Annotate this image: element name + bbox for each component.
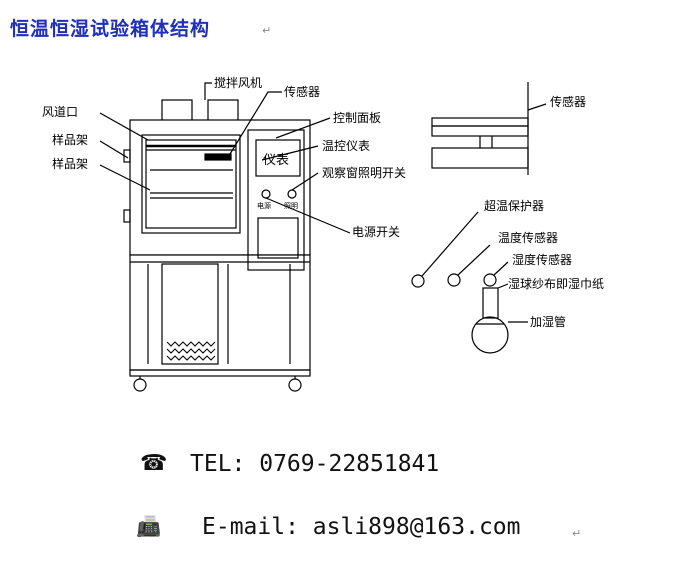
vent-grille bbox=[166, 341, 216, 361]
paragraph-mark: ↵ bbox=[572, 527, 582, 540]
page-title: 恒温恒湿试验箱体结构 bbox=[10, 18, 211, 40]
humidity-sensor-icon bbox=[483, 273, 497, 287]
label-air-duct: 风道口 bbox=[42, 105, 78, 119]
temp-sensor-icon bbox=[447, 273, 461, 287]
label-wet-bulb-gauze: 湿球纱布即湿巾纸 bbox=[508, 276, 604, 291]
stir-fan-right bbox=[207, 99, 239, 123]
email-address: E-mail: asli898@163.com bbox=[202, 514, 521, 540]
over-temp-protector-icon bbox=[411, 274, 425, 288]
instrument-text: 仪表 bbox=[263, 153, 289, 168]
label-window-light-switch: 观察窗照明开关 bbox=[322, 166, 406, 180]
label-control-panel: 控制面板 bbox=[333, 111, 381, 125]
panel-light-text: 照明 bbox=[284, 202, 298, 210]
lower-panel-window bbox=[257, 217, 299, 259]
label-sensor-right: 传感器 bbox=[550, 94, 586, 109]
wheel-right bbox=[288, 378, 302, 392]
humidifier-tube-icon bbox=[471, 316, 509, 354]
phone-icon: ☎ bbox=[140, 451, 168, 476]
paragraph-mark: ↵ bbox=[262, 24, 272, 37]
label-humidity-sensor: 湿度传感器 bbox=[512, 252, 572, 267]
panel-power-text: 电源 bbox=[257, 201, 271, 210]
label-humidifier-tube: 加湿管 bbox=[530, 314, 566, 329]
label-temp-controller: 温控仪表 bbox=[322, 139, 370, 153]
stir-fan-left bbox=[161, 99, 193, 123]
label-sensor-top: 传感器 bbox=[284, 84, 320, 99]
sensor-probe bbox=[204, 153, 232, 161]
wheel-left bbox=[133, 378, 147, 392]
label-power-switch: 电源开关 bbox=[352, 225, 400, 239]
label-over-temp-protector: 超温保护器 bbox=[484, 198, 544, 213]
label-temp-sensor: 温度传感器 bbox=[498, 230, 558, 245]
label-sample-rack-2: 样品架 bbox=[52, 156, 88, 171]
label-stir-fan: 搅拌风机 bbox=[214, 75, 262, 90]
fax-icon: 📠 bbox=[136, 514, 161, 538]
phone-number: TEL: 0769-22851841 bbox=[190, 451, 440, 477]
cabinet-base bbox=[129, 254, 311, 371]
temp-controller-box bbox=[255, 139, 301, 177]
label-sample-rack-1: 样品架 bbox=[52, 132, 88, 147]
wet-bulb-gauze-icon bbox=[482, 287, 499, 319]
control-panel-frame bbox=[247, 129, 305, 271]
working-chamber bbox=[141, 134, 241, 234]
